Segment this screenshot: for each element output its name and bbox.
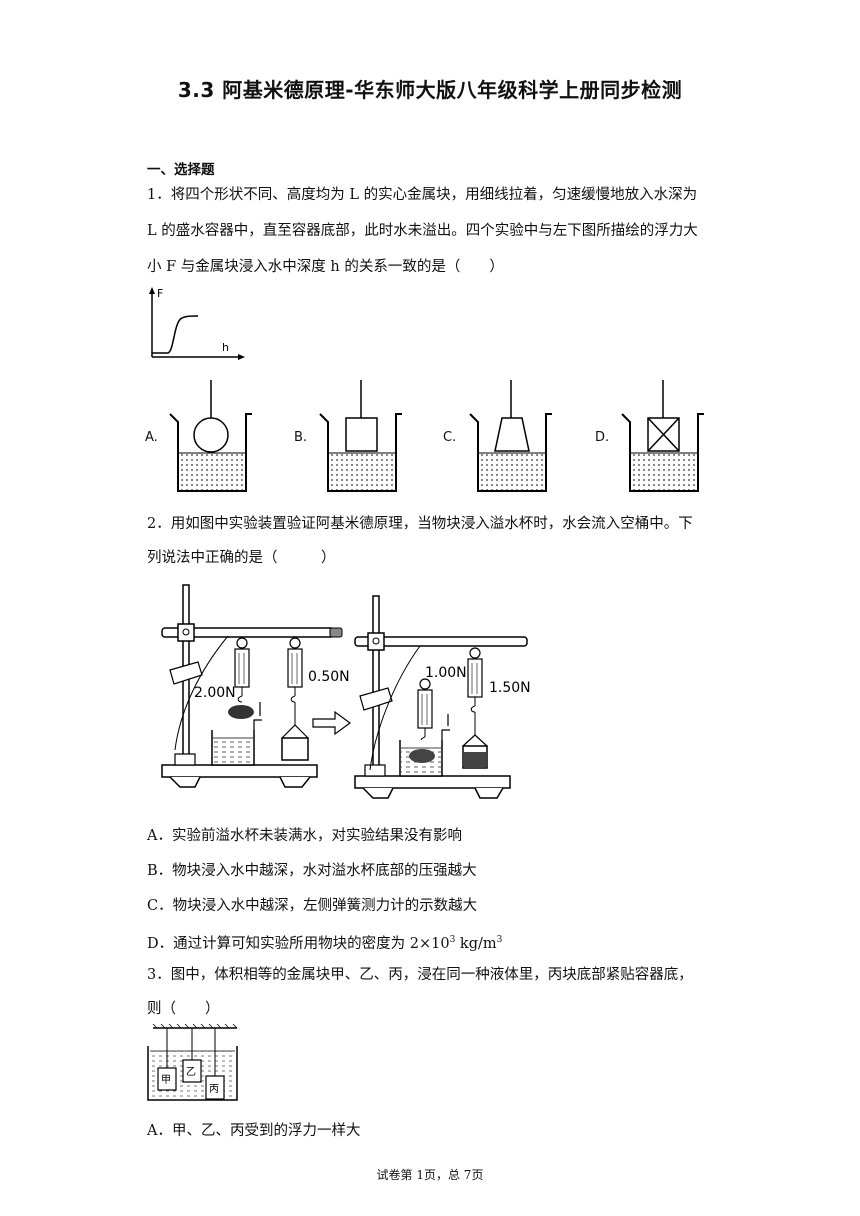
q1-force-depth-graph: F h [149,287,245,360]
graph-x-label: h [222,341,229,354]
q2-option-d-exponent: 3 [449,935,456,945]
block-bing: 丙 [209,1084,219,1095]
reading-1-00n: 1.00N [425,665,467,681]
q1-option-a-label: A. [145,430,158,445]
q3-container-figure: 甲 乙 丙 [147,1024,238,1101]
reading-0-50n: 0.50N [308,669,350,685]
q2-option-d-unit-exponent: 3 [496,935,503,945]
q2-option-d-unit: kg/m [455,935,497,952]
page-title: 3.3 阿基米德原理-华东师大版八年级科学上册同步检测 [177,78,683,102]
q2-option-a: A．实验前溢水杯未装满水，对实验结果没有影响 [147,828,462,844]
q1-option-b-label: B. [294,430,308,445]
q1-line2: L 的盛水容器中，直至容器底部，此时水未溢出。四个实验中与左下图所描绘的浮力大 [147,223,698,239]
q2-apparatus-figure: 2.00N 0.50N [161,584,531,799]
right-apparatus: 1.00N 1.50N [354,595,531,799]
q1-option-c-figure [469,380,552,492]
q3-line2: 则（ ） [147,1001,220,1017]
q2-option-d: D．通过计算可知实验所用物块的密度为 2×103 kg/m3 [147,930,502,954]
block-yi: 乙 [186,1066,196,1078]
reading-2-00n: 2.00N [194,685,236,701]
q1-line1: 1．将四个形状不同、高度均为 L 的实心金属块，用细线拉着，匀速缓慢地放入水深为 [147,187,698,203]
q1-option-c-label: C. [443,430,457,445]
left-apparatus: 2.00N 0.50N [161,584,350,788]
right-arrow-icon [312,710,352,736]
section-heading: 一、选择题 [147,162,215,178]
reading-1-50n: 1.50N [489,680,531,696]
q2-option-b: B．物块浸入水中越深，水对溢水杯底部的压强越大 [147,863,477,879]
q1-option-d-label: D. [595,430,610,445]
q1-option-a-figure [169,380,252,492]
q2-line1: 2．用如图中实验装置验证阿基米德原理，当物块浸入溢水杯时，水会流入空桶中。下 [147,516,693,532]
page-footer: 试卷第 1页，总 7页 [376,1168,484,1182]
q1-option-b-figure [319,380,402,492]
q3-option-a: A．甲、乙、丙受到的浮力一样大 [147,1123,361,1139]
q1-option-d-figure [621,380,704,492]
q2-line2: 列说法中正确的是（ ） [147,550,336,566]
block-jia: 甲 [161,1075,171,1086]
graph-y-label: F [157,287,163,300]
q1-line3: 小 F 与金属块浸入水中深度 h 的关系一致的是（ ） [147,259,504,275]
q2-option-c: C．物块浸入水中越深，左侧弹簧测力计的示数越大 [147,898,478,914]
q3-line1: 3．图中，体积相等的金属块甲、乙、丙，浸在同一种液体里，丙块底部紧贴容器底， [147,967,693,983]
q2-option-d-text: D．通过计算可知实验所用物块的密度为 2×10 [147,935,450,952]
